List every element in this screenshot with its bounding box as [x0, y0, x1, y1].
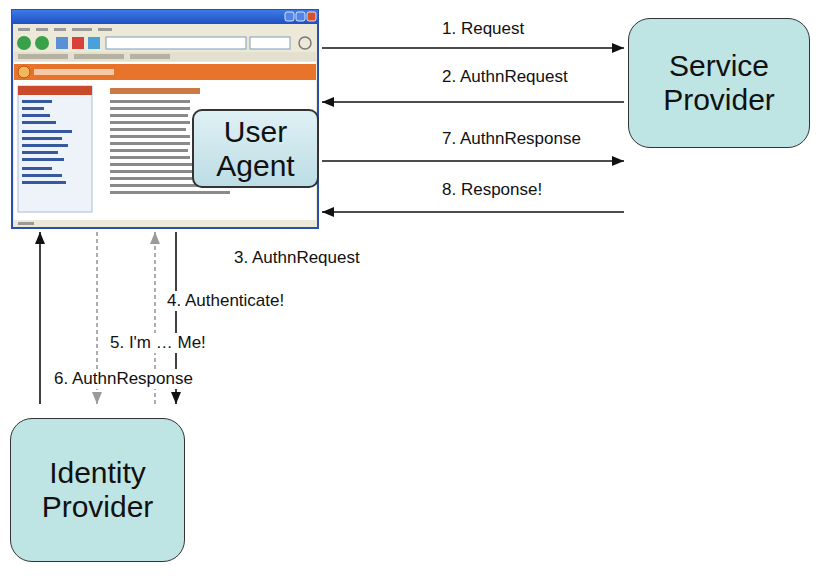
step-label: 2. AuthnRequest — [440, 67, 570, 87]
arrow-line — [39, 232, 41, 404]
arrow-line — [322, 101, 624, 103]
step-label: 1. Request — [440, 19, 526, 39]
arrow-head — [322, 207, 334, 217]
step-label: 8. Response! — [440, 180, 544, 200]
message-arrow — [322, 43, 624, 53]
arrow-line — [322, 211, 624, 213]
arrow-line — [322, 47, 624, 49]
arrow-head — [612, 156, 624, 166]
arrow-head — [92, 392, 102, 404]
message-arrow — [322, 156, 624, 166]
arrow-head — [612, 43, 624, 53]
step-label: 4. Authenticate! — [165, 291, 286, 311]
arrow-head — [171, 392, 181, 404]
step-label: 3. AuthnRequest — [232, 248, 362, 268]
service-provider-box: Service Provider — [628, 18, 810, 148]
arrow-head — [322, 97, 334, 107]
node-label: Service Provider — [633, 49, 805, 116]
step-label: 5. I'm … Me! — [108, 333, 208, 353]
node-label: Identity Provider — [15, 456, 180, 523]
user-agent-node: User Agent — [12, 10, 318, 228]
step-label: 7. AuthnResponse — [440, 129, 583, 149]
user-agent-label-box: User Agent — [192, 109, 319, 188]
arrow-head — [150, 232, 160, 244]
message-arrow — [322, 207, 624, 217]
identity-provider-box: Identity Provider — [10, 418, 185, 562]
arrow-head — [35, 232, 45, 244]
message-arrow — [35, 232, 45, 404]
message-arrow — [322, 97, 624, 107]
step-label: 6. AuthnResponse — [52, 369, 195, 389]
arrow-line — [322, 160, 624, 162]
node-label: User Agent — [198, 115, 313, 182]
